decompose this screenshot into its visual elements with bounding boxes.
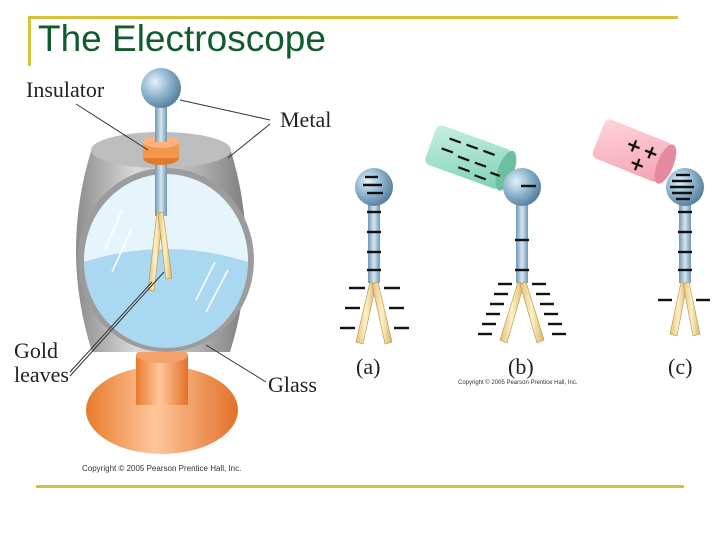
panel-label-a: (a) xyxy=(356,354,381,379)
panel-label-c: (c) xyxy=(668,354,693,379)
panel-c xyxy=(592,119,710,337)
electroscope-main xyxy=(69,68,271,454)
label-gold-leaves: Gold leaves xyxy=(14,338,69,387)
title-rule-left xyxy=(28,16,31,66)
label-insulator: Insulator xyxy=(26,77,105,102)
copyright-panels: Copyright © 2005 Pearson Prentice Hall, … xyxy=(458,380,578,386)
panel-label-b: (b) xyxy=(508,354,534,379)
glass-tint xyxy=(84,249,248,348)
label-metal: Metal xyxy=(280,107,332,132)
slide-title: The Electroscope xyxy=(38,18,326,59)
gold-leaf-right xyxy=(157,211,173,280)
panel-b xyxy=(425,125,566,344)
metal-knob xyxy=(141,68,181,108)
footer-rule xyxy=(36,485,684,488)
label-glass: Glass xyxy=(268,372,317,397)
charged-rod-green xyxy=(425,125,517,191)
base-foot xyxy=(86,366,238,454)
base-stem xyxy=(136,355,188,405)
charged-rod-pink xyxy=(592,119,677,184)
panel-a xyxy=(340,168,409,345)
copyright-main: Copyright © 2005 Pearson Prentice Hall, … xyxy=(82,464,242,473)
title-rule-top xyxy=(28,16,678,19)
